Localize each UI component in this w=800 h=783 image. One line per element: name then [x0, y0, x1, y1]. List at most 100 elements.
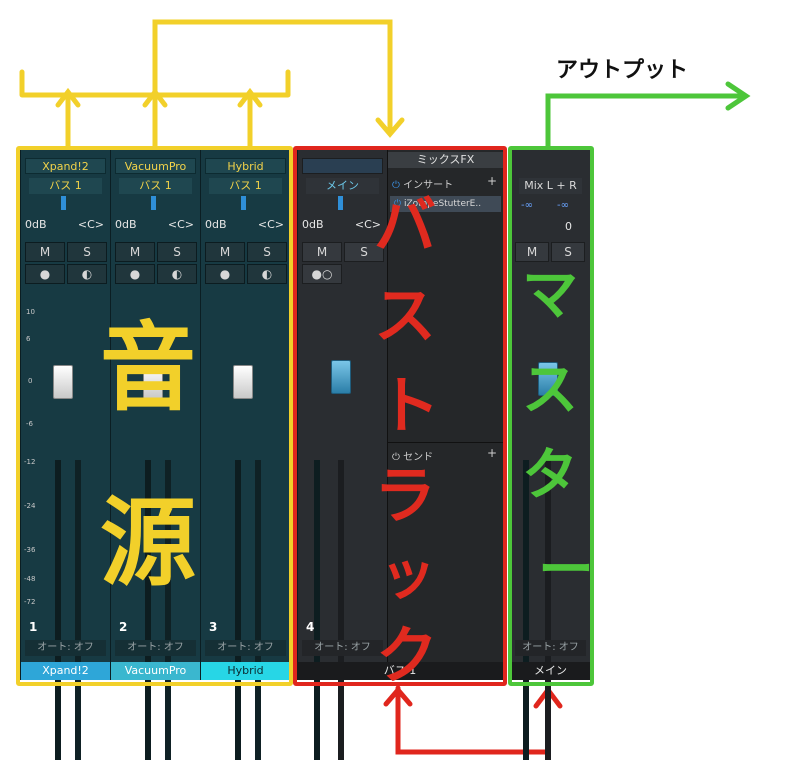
scale-tick: 10: [26, 308, 35, 316]
bus-label-char: ト: [378, 369, 441, 442]
bus-outline: [293, 146, 507, 686]
output-route[interactable]: バス 1: [119, 178, 192, 194]
volume-fader[interactable]: [331, 360, 351, 394]
solo-button[interactable]: S: [344, 242, 384, 262]
fader-track: [545, 460, 551, 760]
yellow-arrow-1: [55, 87, 81, 153]
insert-slot[interactable]: ⏻ iZotopeStutterE..: [390, 196, 501, 212]
master-outline: [508, 146, 594, 686]
channel-footer: メイン: [511, 662, 590, 680]
automation-mode[interactable]: オート: オフ: [25, 640, 106, 656]
record-button[interactable]: ●: [115, 264, 155, 284]
mixfx-panel: ミックスFX ⏻ インサート + ⏻ iZotopeStutterE.. ⏻ セ…: [387, 150, 503, 662]
master-channel: Mix L + R -∞ -∞ 0 M S オート: オフ メイン: [510, 150, 590, 760]
bus-channel: メイン 0dB <C> M S ●○ 4 オート: オフ: [297, 150, 387, 760]
master-label-char: ス: [522, 358, 578, 423]
mixfx-title[interactable]: ミックスFX: [388, 152, 503, 168]
output-route[interactable]: バス 1: [209, 178, 282, 194]
channel-number: 3: [209, 620, 218, 634]
bus-footer: バス 1: [297, 662, 503, 680]
output-route[interactable]: Mix L + R: [519, 178, 582, 194]
instrument-name[interactable]: VacuumPro: [115, 158, 196, 174]
automation-mode[interactable]: オート: オフ: [115, 640, 196, 656]
master-label-char: タ: [522, 443, 578, 508]
send-add-button[interactable]: +: [486, 446, 497, 460]
scale-tick: -48: [24, 575, 36, 583]
level-meter: [145, 460, 151, 760]
automation-mode[interactable]: オート: オフ: [515, 640, 586, 656]
monitor-button[interactable]: ◐: [157, 264, 197, 284]
channel-number: 2: [119, 620, 128, 634]
volume-fader[interactable]: [53, 365, 73, 399]
scale-tick: -36: [24, 546, 36, 554]
left-db: -∞: [521, 200, 533, 211]
instrument-name[interactable]: Xpand!2: [25, 158, 106, 174]
mute-button[interactable]: M: [205, 242, 245, 262]
mute-button[interactable]: M: [115, 242, 155, 262]
send-header: ⏻ センド: [392, 452, 434, 463]
volume-fader[interactable]: [538, 362, 558, 396]
yellow-arrow-3: [237, 87, 263, 153]
channel-number: 1: [29, 620, 38, 634]
scale-tick: -24: [24, 502, 36, 510]
solo-button[interactable]: S: [157, 242, 197, 262]
record-button[interactable]: ●: [205, 264, 245, 284]
master-label-char: マ: [522, 263, 578, 328]
bus-label-char: ス: [374, 279, 437, 352]
output-label: アウトプット: [556, 58, 689, 83]
automation-mode[interactable]: オート: オフ: [205, 640, 286, 656]
fader-track: [255, 460, 261, 760]
scale-tick: 6: [26, 335, 31, 343]
link-button[interactable]: ●○: [302, 264, 342, 284]
level-meter: [523, 460, 529, 760]
green-output-arrow: [545, 81, 751, 153]
monitor-button[interactable]: ◐: [67, 264, 107, 284]
mini-level: [61, 196, 66, 210]
channel-footer: Xpand!2: [21, 662, 110, 680]
level-meter: [55, 460, 61, 760]
output-route[interactable]: バス 1: [29, 178, 102, 194]
automation-mode[interactable]: オート: オフ: [302, 640, 383, 656]
level-value: 0dB: [115, 218, 137, 231]
mini-level: [338, 196, 343, 210]
channel-footer: VacuumPro: [111, 662, 200, 680]
channel-number: 4: [306, 620, 315, 634]
bus-label-char: バ: [374, 189, 437, 262]
power-icon: ⏻: [392, 452, 404, 463]
volume-fader[interactable]: [143, 365, 163, 399]
fader-track: [338, 460, 344, 760]
fader-track: [165, 460, 171, 760]
yellow-loop: [152, 19, 405, 138]
bus-label-char: ッ: [380, 543, 436, 608]
mute-button[interactable]: M: [515, 242, 549, 262]
mute-button[interactable]: M: [25, 242, 65, 262]
mute-button[interactable]: M: [302, 242, 342, 262]
output-route[interactable]: メイン: [306, 178, 379, 194]
level-value: 0dB: [205, 218, 227, 231]
instrument-name[interactable]: Hybrid: [205, 158, 286, 174]
channel-1: Xpand!2 バス 1 0dB <C> M S ● ◐ 1 オート: オフ X…: [20, 150, 110, 760]
power-icon[interactable]: ⏻: [394, 199, 404, 209]
power-icon: ⏻: [392, 180, 404, 191]
pan-value[interactable]: <C>: [167, 218, 194, 231]
scale-tick: -72: [24, 598, 36, 606]
bus-input-meter: [302, 158, 383, 174]
pan-value[interactable]: <C>: [77, 218, 104, 231]
insert-header: ⏻ インサート: [392, 180, 454, 191]
mini-level: [241, 196, 246, 210]
solo-button[interactable]: S: [551, 242, 585, 262]
insert-add-button[interactable]: +: [486, 174, 497, 188]
level-value: 0: [565, 220, 572, 233]
red-bottom-arrow: [383, 685, 563, 755]
pan-value[interactable]: <C>: [257, 218, 284, 231]
solo-button[interactable]: S: [247, 242, 287, 262]
scale-tick: 0: [28, 377, 33, 385]
solo-button[interactable]: S: [67, 242, 107, 262]
send-divider: [388, 442, 503, 443]
level-value: 0dB: [302, 218, 324, 231]
pan-value[interactable]: <C>: [354, 218, 381, 231]
scale-tick: -12: [24, 458, 36, 466]
monitor-button[interactable]: ◐: [247, 264, 287, 284]
volume-fader[interactable]: [233, 365, 253, 399]
record-button[interactable]: ●: [25, 264, 65, 284]
